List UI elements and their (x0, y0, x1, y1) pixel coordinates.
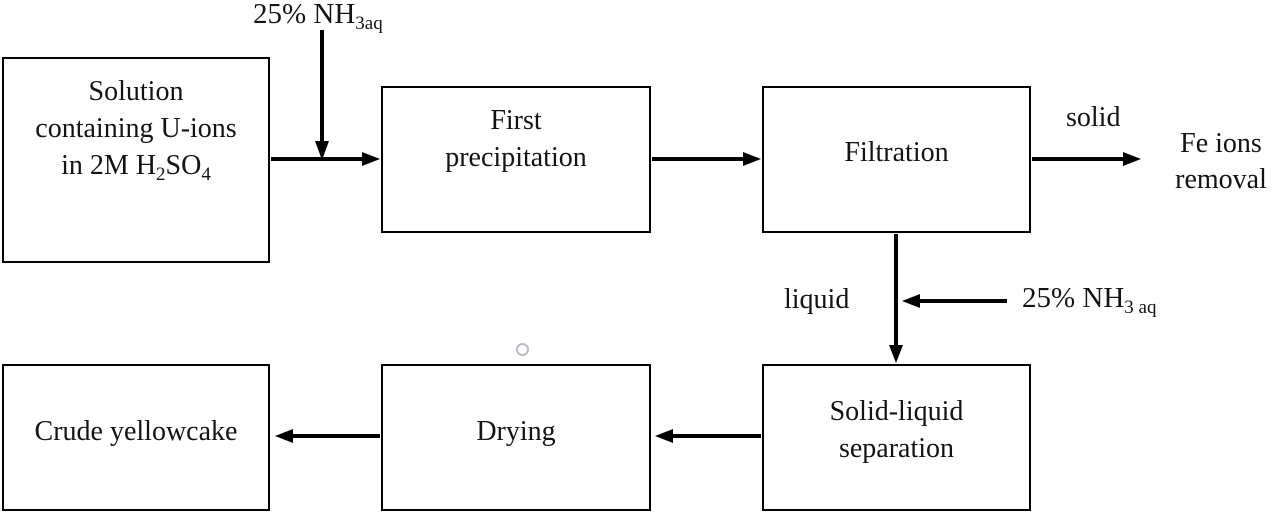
label-nh3-top: 25% NH3aq (253, 0, 383, 34)
arrow-drying-to-crude (275, 429, 380, 443)
subscript: 3aq (355, 13, 383, 34)
label-fe-ions-removal: Fe ions removal (1160, 126, 1280, 198)
box-solid-liquid-separation-line2: separation (838, 433, 955, 464)
subscript: 3 aq (1124, 297, 1157, 318)
arrow-solution-to-first-precipitation (271, 152, 380, 166)
artifact-ring (516, 343, 529, 356)
box-solution-line2: containing U-ions (35, 113, 237, 144)
box-solid-liquid-separation: Solid-liquid separation (762, 364, 1031, 511)
arrow-filtration-to-separation (889, 234, 903, 363)
arrow-nh3-mid (902, 294, 1007, 308)
box-filtration: Filtration (762, 86, 1031, 233)
label-solid: solid (1066, 102, 1121, 133)
arrow-separation-to-drying (655, 429, 761, 443)
arrow-first-precipitation-to-filtration (652, 152, 761, 166)
box-solution-line1: Solution (88, 76, 184, 107)
box-filtration-label: Filtration (844, 137, 949, 168)
box-solution: Solution containing U-ions in 2M H2SO4 (2, 57, 270, 263)
box-first-precipitation: First precipitation (381, 86, 651, 233)
box-crude-yellowcake: Crude yellowcake (2, 364, 270, 511)
box-solid-liquid-separation-line1: Solid-liquid (829, 396, 964, 427)
arrow-filtration-to-fe-removal (1032, 152, 1141, 166)
label-fe-ions-removal-line2: removal (1175, 164, 1267, 195)
box-crude-yellowcake-label: Crude yellowcake (34, 416, 238, 447)
box-drying: Drying (381, 364, 651, 511)
subscript: 4 (201, 164, 211, 185)
label-fe-ions-removal-line1: Fe ions (1180, 128, 1262, 159)
label-nh3-mid: 25% NH3 aq (1022, 282, 1157, 318)
box-drying-label: Drying (476, 416, 556, 447)
label-liquid: liquid (784, 284, 850, 315)
box-solution-line3: in 2M H2SO4 (61, 150, 211, 185)
arrow-nh3-top (315, 30, 329, 160)
box-first-precipitation-line2: precipitation (445, 142, 587, 173)
box-first-precipitation-line1: First (490, 105, 542, 136)
subscript: 2 (156, 164, 166, 185)
